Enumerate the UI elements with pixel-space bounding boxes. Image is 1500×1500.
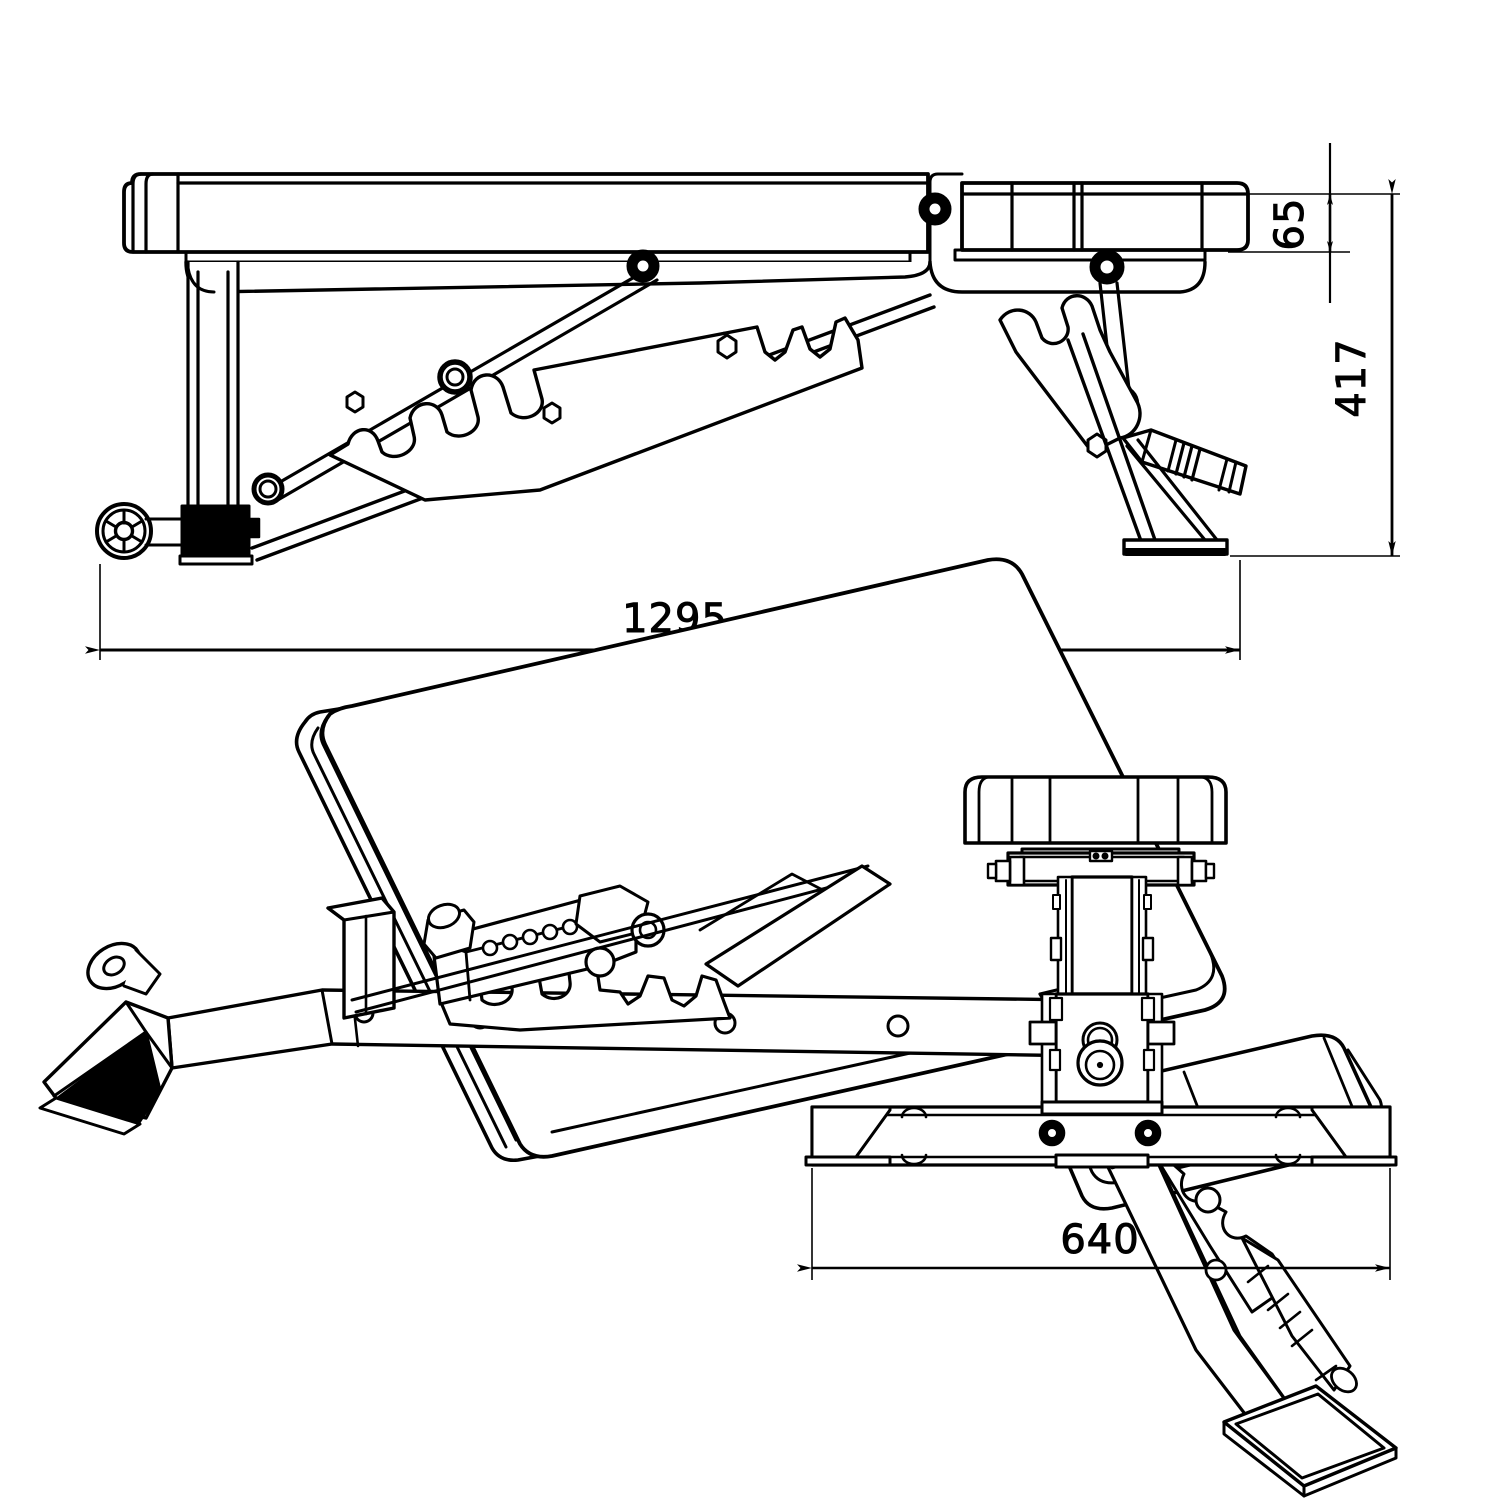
iso-front-foot [38, 941, 174, 1136]
transport-wheel [95, 502, 187, 560]
side-elevation-view [95, 172, 1250, 566]
rear-leg [1066, 332, 1219, 543]
dimension-group-front: 640 [797, 1168, 1391, 1280]
iso-back-support-arm [704, 864, 892, 988]
backrest-pad [122, 172, 932, 294]
front-base-frame [804, 1100, 1398, 1169]
front-center-column [1049, 875, 1155, 996]
front-mount-plate [986, 847, 1216, 887]
iso-main-beam [166, 988, 1092, 1070]
front-seat-pad [963, 775, 1228, 845]
hex-bolt-hole [345, 333, 738, 425]
notched-ladder-bracket [250, 249, 936, 562]
dimension-pad-thickness: 65 [1267, 143, 1333, 303]
dimension-overall-height: 417 [1329, 179, 1396, 556]
pivot-pin [1076, 1021, 1124, 1087]
dimension-overall-width: 640 [797, 1217, 1390, 1272]
dimension-value-640: 640 [1060, 1217, 1139, 1263]
rear-foot-pad [1122, 538, 1229, 556]
front-post-assembly [186, 260, 240, 510]
dimension-value-417: 417 [1329, 338, 1375, 417]
rubber-foot [178, 504, 261, 566]
dimension-value-65: 65 [1267, 198, 1313, 251]
seat-pad [928, 172, 1250, 294]
front-elevation-view [804, 775, 1398, 1169]
seat-pivot-linkage [918, 192, 1142, 459]
iso-upright-post [326, 896, 396, 1020]
front-pivot-housing [1028, 992, 1176, 1104]
